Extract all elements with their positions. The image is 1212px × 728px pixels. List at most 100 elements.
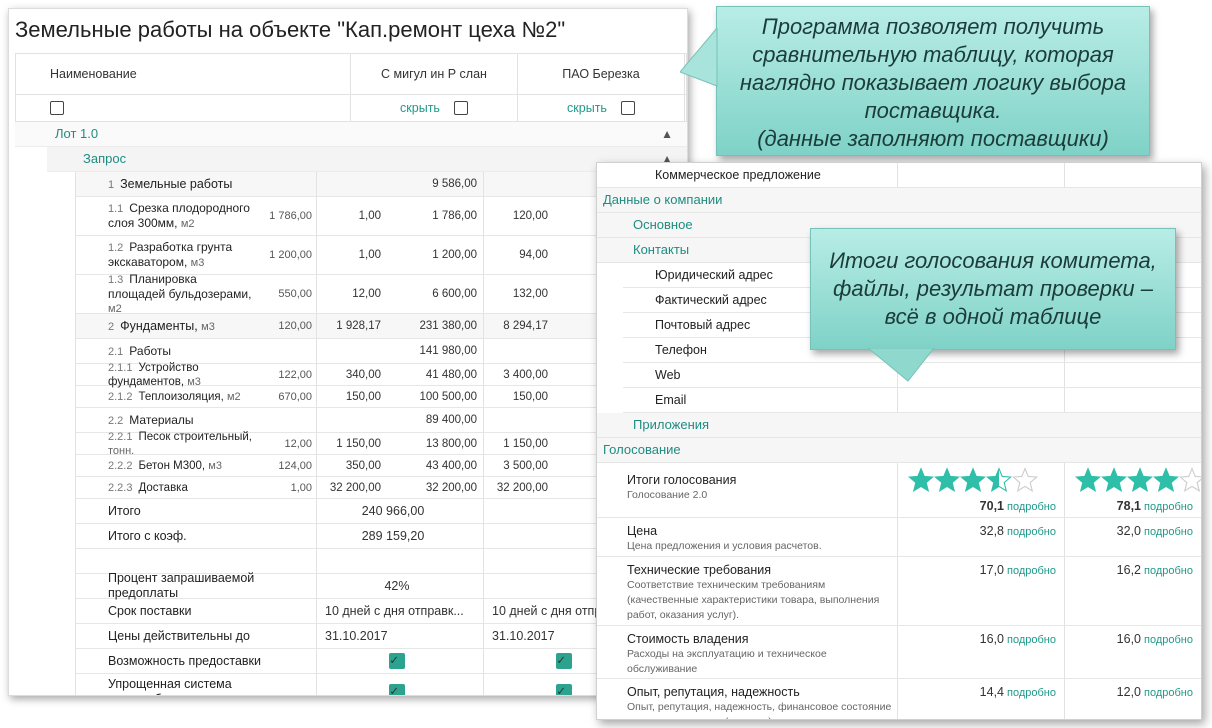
- unit-price: 94,00: [519, 249, 548, 261]
- star-icon: [908, 467, 934, 492]
- total-price: 13 800,00: [425, 437, 477, 450]
- checked-checkbox[interactable]: ✓: [556, 653, 572, 669]
- checked-checkbox[interactable]: ✓: [389, 653, 405, 669]
- item-quantity: 12,00: [284, 437, 312, 450]
- unit-price: 132,00: [512, 288, 548, 300]
- details-link[interactable]: подробно: [1007, 687, 1056, 699]
- total-price: 6 600,00: [432, 288, 477, 300]
- item-name: Работы: [129, 343, 171, 358]
- supplier-2-cell: 94,00: [483, 236, 650, 274]
- contact-field-label: Web: [655, 368, 681, 382]
- commercial-offer-label: Коммерческое предложение: [655, 168, 821, 182]
- details-link[interactable]: подробно: [1007, 501, 1056, 513]
- total-cell-2: [483, 524, 650, 548]
- terms-value-cell: ✓: [483, 674, 650, 695]
- column-header-supplier-2[interactable]: ПАО Березка: [517, 54, 685, 94]
- criteria-score: 16,0: [979, 632, 1005, 646]
- callout-pointer: [680, 28, 718, 87]
- unit-price: 1 150,00: [503, 437, 548, 450]
- item-number: 1.2: [108, 242, 124, 254]
- supplier-2-cell: 8 294,17: [483, 314, 650, 338]
- section-company-data[interactable]: Данные о компании: [597, 188, 1201, 213]
- page-title: Земельные работы на объекте "Кап.ремонт …: [15, 17, 566, 42]
- supplier-1-checkbox[interactable]: [453, 101, 468, 115]
- terms-label: Цены действительны до: [108, 628, 250, 643]
- terms-value: 10 дней с дня отправк...: [325, 604, 464, 618]
- item-name: Разработка грунта экскаватором: [108, 240, 233, 269]
- item-name: Планировка площадей бульдозерами: [108, 272, 249, 301]
- details-link[interactable]: подробно: [1007, 634, 1056, 646]
- details-link[interactable]: подробно: [1144, 501, 1193, 513]
- criteria-title: Стоимость владения: [627, 632, 749, 646]
- criteria-desc: Опыт, репутация, надежность, финансовое …: [627, 701, 892, 719]
- supplier-2-checkbox[interactable]: [620, 101, 635, 115]
- terms-value: 42%: [384, 579, 410, 593]
- details-link[interactable]: подробно: [1144, 634, 1193, 646]
- total-row: Итого с коэф.289 159,20: [76, 524, 687, 549]
- lot-group[interactable]: Лот 1.0 ▲: [15, 122, 687, 147]
- unit-price: 12,00: [352, 288, 381, 300]
- total-price: 89 400,00: [425, 414, 477, 426]
- checked-checkbox[interactable]: ✓: [556, 684, 572, 695]
- checked-checkbox[interactable]: ✓: [389, 684, 405, 695]
- star-icon: [1179, 467, 1201, 492]
- contact-field-row: Web: [623, 363, 1201, 388]
- supplier-2-cell: 3 400,00: [483, 364, 650, 385]
- column-header-supplier-1[interactable]: С мигул ин Р слан: [350, 54, 517, 94]
- details-link[interactable]: подробно: [1144, 687, 1193, 699]
- details-link[interactable]: подробно: [1144, 565, 1193, 577]
- details-link[interactable]: подробно: [1007, 526, 1056, 538]
- callout-line: сравнительную таблицу, которая: [752, 42, 1114, 67]
- item-unit: тонн.: [108, 444, 135, 457]
- item-number: 1: [108, 178, 115, 191]
- item-quantity: 120,00: [278, 320, 312, 332]
- terms-row: Возможность предоставки✓✓: [76, 649, 687, 674]
- criteria-score: 16,0: [1116, 632, 1142, 646]
- terms-label: Процент запрашиваемой предоплаты: [108, 571, 255, 600]
- terms-value-cell: [483, 574, 650, 598]
- criteria-score: 17,0: [979, 563, 1005, 577]
- section-attachments[interactable]: Приложения: [597, 413, 1201, 438]
- contact-field-row: Email: [623, 388, 1201, 413]
- hide-supplier-1-link[interactable]: скрыть: [400, 101, 440, 115]
- unit-price: [317, 339, 387, 363]
- item-unit: м2: [108, 303, 122, 315]
- spacer-row: [76, 549, 687, 574]
- terms-row: Упрощенная система налогообложения участ…: [76, 674, 687, 695]
- supplier-2-cell: 3 500,00: [483, 455, 650, 476]
- chevron-up-icon[interactable]: ▲: [661, 127, 673, 141]
- contact-field-label: Телефон: [655, 343, 707, 357]
- section-voting[interactable]: Голосование: [597, 438, 1201, 463]
- contact-field-label: Юридический адрес: [655, 268, 773, 282]
- request-group[interactable]: Запрос ▲: [47, 147, 687, 172]
- details-link[interactable]: подробно: [1144, 526, 1193, 538]
- select-all-checkbox[interactable]: [50, 101, 64, 115]
- hide-supplier-2-link[interactable]: скрыть: [567, 101, 607, 115]
- unit-price: 1 928,17: [336, 320, 381, 332]
- details-link[interactable]: подробно: [1007, 565, 1056, 577]
- checkbox-cell: ✓: [484, 674, 650, 695]
- unit-price: [484, 339, 554, 363]
- item-number: 2.2.1: [108, 430, 133, 443]
- column-header-name: Наименование: [50, 67, 137, 81]
- item-unit: м2: [180, 218, 195, 230]
- request-label: Запрос: [83, 151, 127, 166]
- total-price: 9 586,00: [432, 178, 477, 190]
- chevron-up-icon[interactable]: ▲: [661, 152, 673, 166]
- star-icon: [986, 467, 1012, 492]
- item-name: Фундаменты: [120, 318, 195, 333]
